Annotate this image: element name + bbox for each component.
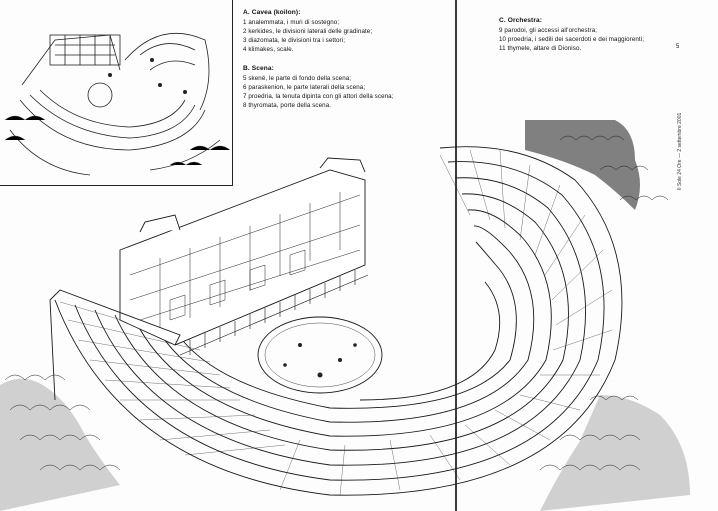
legend-item: 6 paraskenion, le parte laterali della s… xyxy=(243,84,366,91)
legend-group-cavea: A. Cavea (koilon): 1 analemmata, i muri … xyxy=(243,8,458,54)
legend-item: 2 kerkides, le divisioni laterali delle … xyxy=(243,28,373,35)
legend-item: 10 proedria, i sedili dei sacerdoti e de… xyxy=(499,36,645,43)
legend-heading-orchestra: C. Orchestra: xyxy=(499,17,543,24)
legend-item: 11 thymele, altare di Dioniso. xyxy=(499,45,582,52)
legend-item: 9 parodoi, gli accessi all'orchestra; xyxy=(499,27,598,34)
page-gutter xyxy=(455,0,457,511)
page-number: 5 xyxy=(676,44,680,50)
inset-frame xyxy=(0,0,233,186)
legend-heading-scena: B. Scena: xyxy=(243,65,274,72)
theatre-main-illustration xyxy=(0,120,690,511)
legend-heading-cavea: A. Cavea (koilon): xyxy=(243,9,301,16)
theatre-inset-illustration xyxy=(4,33,230,176)
legend-item: 5 skené, le parte di fondo della scena; xyxy=(243,75,352,82)
legend-column-left: A. Cavea (koilon): 1 analemmata, i muri … xyxy=(243,8,458,116)
legend-column-right: C. Orchestra: 9 parodoi, gli accessi all… xyxy=(499,16,689,59)
legend-item: 4 klimakes, scale. xyxy=(243,46,294,53)
legend-item: 8 thyromata, porte della scena. xyxy=(243,102,332,109)
legend-item: 7 proedria, la tenuta dipinta con gli at… xyxy=(243,93,394,100)
legend-item: 3 diazomata, le divisioni tra i settori; xyxy=(243,37,346,44)
legend-group-scena: B. Scena: 5 skené, le parte di fondo del… xyxy=(243,64,458,110)
legend-group-orchestra: C. Orchestra: 9 parodoi, gli accessi all… xyxy=(499,16,689,53)
legend-item: 1 analemmata, i muri di sostegno; xyxy=(243,19,340,26)
